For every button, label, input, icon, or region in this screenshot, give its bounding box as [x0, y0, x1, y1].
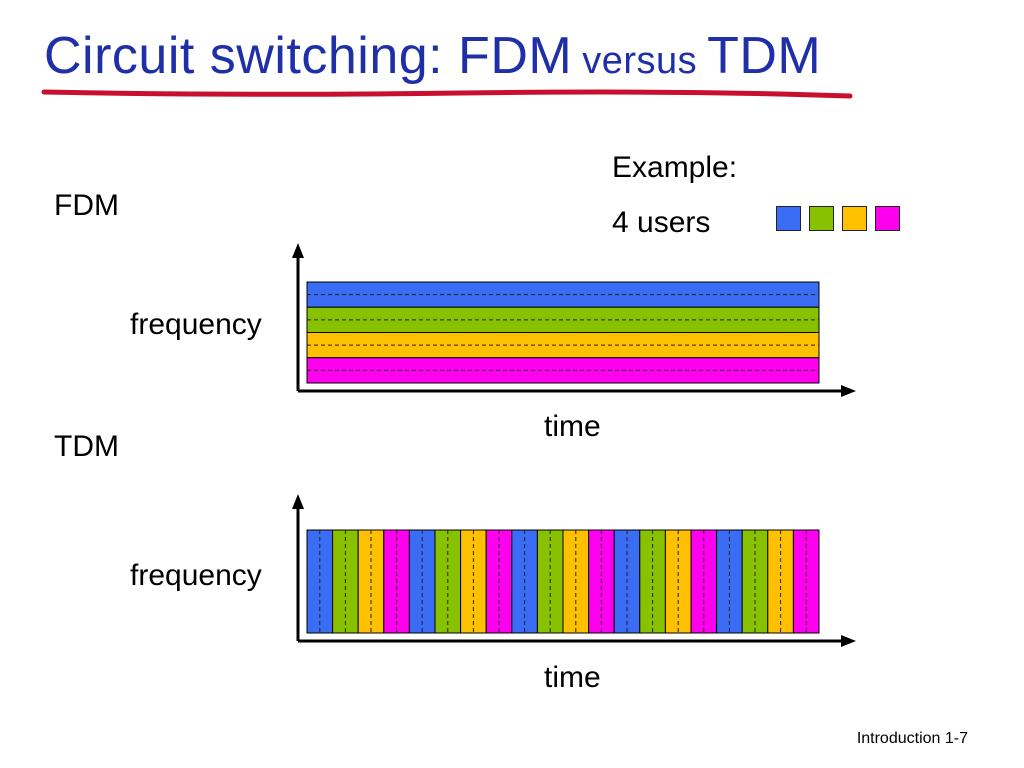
- tdm-frequency-label: frequency: [130, 559, 262, 592]
- fdm-label: FDM: [54, 189, 119, 222]
- title-part-versus: versus: [582, 40, 698, 82]
- tdm-x-arrowhead: [841, 635, 856, 647]
- fdm-time-label: time: [544, 410, 601, 443]
- user-swatch-3: [842, 206, 867, 231]
- user-color-legend: [776, 206, 900, 231]
- tdm-slots: [306, 529, 820, 634]
- fdm-y-arrowhead: [292, 243, 304, 258]
- slide-footer: Introduction 1-7: [856, 730, 968, 747]
- user-swatch-1: [776, 206, 801, 231]
- title-part-fdm: Circuit switching: FDM: [44, 27, 573, 85]
- example-users-label: 4 users: [612, 206, 711, 239]
- fdm-axes: [292, 243, 856, 397]
- tdm-label: TDM: [54, 430, 119, 463]
- fdm-x-arrowhead: [841, 385, 856, 397]
- fdm-bands: [306, 281, 820, 384]
- tdm-y-arrowhead: [292, 494, 304, 509]
- fdm-frequency-label: frequency: [130, 308, 262, 341]
- tdm-time-label: time: [544, 661, 601, 694]
- title-part-tdm: TDM: [707, 27, 822, 85]
- user-swatch-2: [809, 206, 834, 231]
- user-swatch-4: [875, 206, 900, 231]
- tdm-axes: [292, 494, 856, 647]
- title-underline: [41, 89, 853, 99]
- example-heading: Example:: [612, 151, 738, 184]
